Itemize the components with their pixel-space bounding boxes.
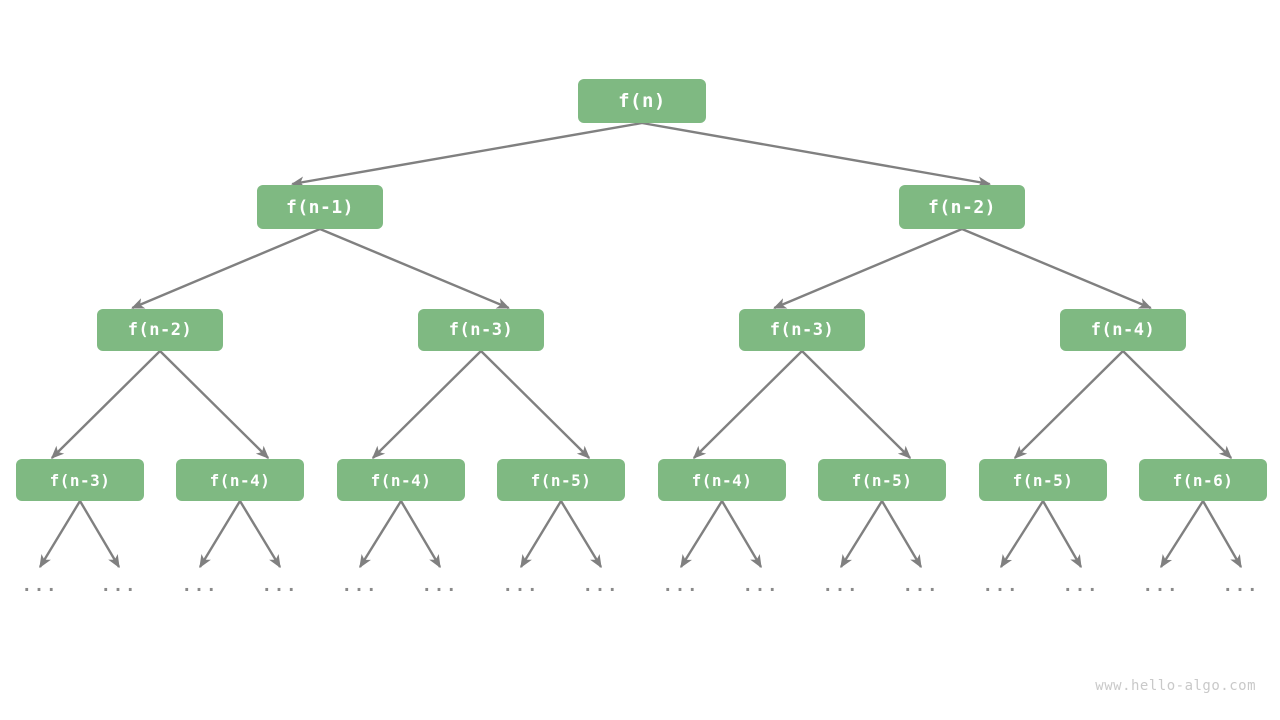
ellipsis-marker: ... (261, 576, 299, 596)
tree-leaf-edge (559, 500, 603, 569)
tree-node-label: f(n-1) (285, 196, 355, 218)
tree-node-label: f(n-4) (691, 470, 753, 490)
ellipsis-marker: ... (822, 576, 860, 596)
tree-node: f(n-3) (418, 309, 544, 351)
tree-edge (50, 350, 161, 459)
tree-node-label: f(n-2) (127, 320, 193, 340)
tree-node-label: f(n-4) (370, 470, 432, 490)
tree-node-label: f(n-6) (1172, 470, 1234, 490)
tree-node: f(n-1) (257, 185, 383, 229)
tree-node: f(n-6) (1139, 459, 1267, 501)
ellipsis-marker: ... (502, 576, 540, 596)
tree-node: f(n-2) (899, 185, 1025, 229)
tree-node: f(n-4) (337, 459, 465, 501)
ellipsis-marker: ... (982, 576, 1020, 596)
tree-node-label: f(n-5) (530, 470, 592, 490)
tree-leaf-edge (679, 500, 724, 569)
tree-node: f(n-4) (658, 459, 786, 501)
tree-leaf-edge (999, 500, 1045, 569)
ellipsis-marker: ... (341, 576, 379, 596)
tree-node-label: f(n-2) (927, 196, 997, 218)
tree-node-label: f(n-3) (769, 320, 835, 340)
tree-edge (801, 350, 912, 459)
tree-edge (131, 227, 321, 310)
tree-node-label: f(n-4) (1090, 320, 1156, 340)
tree-leaf-edge (880, 500, 923, 569)
tree-edge (692, 350, 803, 459)
tree-node: f(n-4) (176, 459, 304, 501)
tree-edge (773, 227, 963, 310)
tree-edge (961, 227, 1152, 310)
tree-node: f(n-3) (739, 309, 865, 351)
tree-node-label: f(n-3) (448, 320, 514, 340)
tree-leaf-edge (399, 500, 442, 569)
tree-leaf-edge (358, 500, 403, 569)
tree-edge (371, 350, 482, 459)
ellipsis-marker: ... (21, 576, 59, 596)
ellipsis-marker: ... (902, 576, 940, 596)
tree-node: f(n-5) (818, 459, 946, 501)
tree-node: f(n-5) (497, 459, 625, 501)
ellipsis-marker: ... (742, 576, 780, 596)
tree-leaf-edge (839, 500, 884, 569)
tree-node-label: f(n-5) (851, 470, 913, 490)
ellipsis-marker: ... (181, 576, 219, 596)
tree-node-label: f(n) (618, 90, 666, 112)
tree-edge (1122, 350, 1233, 459)
tree-node-label: f(n-3) (49, 470, 111, 490)
tree-leaf-edge (198, 500, 242, 569)
tree-leaf-edge (519, 500, 563, 569)
tree-leaf-edge (1201, 500, 1243, 569)
tree-leaf-edge (720, 500, 763, 569)
tree-edge (290, 121, 643, 188)
tree-leaf-edge (238, 500, 282, 569)
tree-leaf-edge (78, 500, 121, 569)
tree-edge (1013, 350, 1124, 459)
ellipsis-marker: ... (662, 576, 700, 596)
tree-edge (480, 350, 591, 459)
ellipsis-marker: ... (421, 576, 459, 596)
ellipsis-marker: ... (1062, 576, 1100, 596)
tree-leaf-edge (38, 500, 82, 569)
tree-edge (641, 121, 992, 188)
tree-leaf-edge (1159, 500, 1205, 569)
tree-node-label: f(n-5) (1012, 470, 1074, 490)
tree-node: f(n-3) (16, 459, 144, 501)
watermark: www.hello-algo.com (1095, 678, 1256, 694)
tree-edge (319, 227, 510, 310)
ellipsis-marker: ... (1222, 576, 1260, 596)
ellipsis-marker: ... (1142, 576, 1180, 596)
tree-node: f(n-5) (979, 459, 1107, 501)
tree-node: f(n) (578, 79, 706, 123)
ellipsis-marker: ... (582, 576, 620, 596)
tree-leaf-edge (1041, 500, 1083, 569)
tree-node: f(n-2) (97, 309, 223, 351)
ellipsis-marker: ... (100, 576, 138, 596)
tree-node-label: f(n-4) (209, 470, 271, 490)
tree-edge (159, 350, 270, 459)
tree-node: f(n-4) (1060, 309, 1186, 351)
